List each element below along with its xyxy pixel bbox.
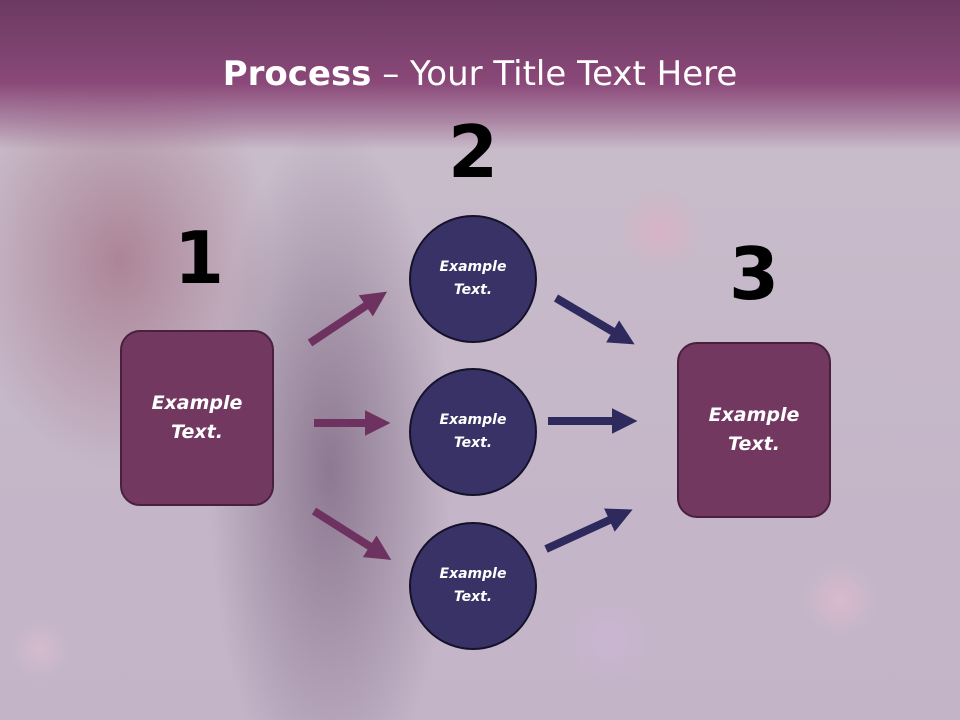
circle-bottom-label: Example Text. (439, 566, 507, 605)
step-number-3: 3 (728, 232, 780, 316)
title-rest: – Your Title Text Here (371, 54, 738, 94)
title-bar (0, 0, 960, 150)
arrow-left-to-top (307, 291, 388, 347)
step-number-2: 2 (447, 110, 499, 194)
circle-top[interactable]: Example Text. (409, 215, 537, 343)
arrow-left-to-bottom (311, 507, 392, 560)
left-box-label: Example Text. (151, 392, 243, 443)
title-bold: Process (222, 54, 372, 94)
circle-top-label: Example Text. (439, 259, 507, 298)
right-process-box[interactable]: Example Text. (677, 342, 831, 518)
slide-title[interactable]: Process – Your Title Text Here (0, 52, 960, 96)
circle-middle-label: Example Text. (439, 412, 507, 451)
right-box-label: Example Text. (708, 404, 800, 455)
step-number-1: 1 (173, 216, 225, 300)
circle-middle[interactable]: Example Text. (409, 368, 537, 496)
arrow-top-to-right (553, 294, 635, 345)
circle-bottom[interactable]: Example Text. (409, 522, 537, 650)
left-process-box[interactable]: Example Text. (120, 330, 274, 506)
arrow-bottom-to-right (544, 508, 633, 553)
